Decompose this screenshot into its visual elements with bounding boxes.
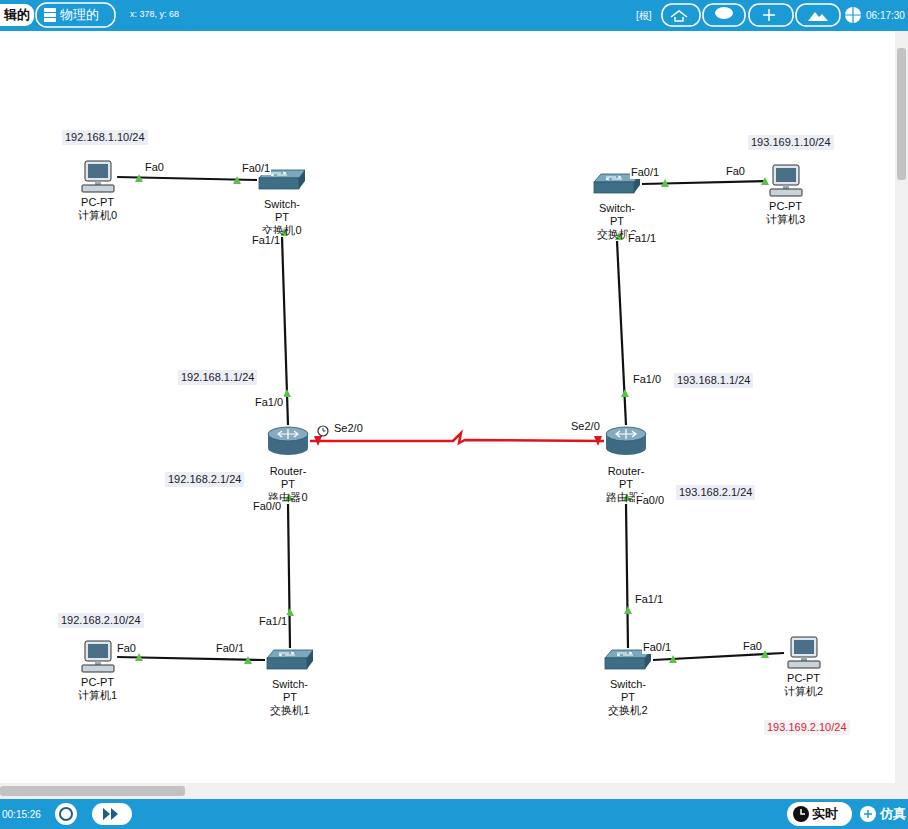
port-label: Fa1/1: [258, 615, 288, 628]
port-label: Fa0: [116, 642, 137, 655]
scrollbars: [0, 31, 908, 799]
pc-icon: [80, 640, 116, 674]
ip-note: 192.168.1.1/24: [178, 370, 257, 385]
device-label: PC-PT 计算机3: [766, 200, 805, 226]
port-label: Fa0: [725, 165, 746, 178]
device-node: Switch-PT 交换机0: [257, 168, 307, 237]
pc-icon: [80, 160, 116, 194]
device-label: Switch-PT 交换机1: [270, 678, 309, 717]
ip-note: 192.168.1.10/24: [62, 130, 148, 145]
device-label: Switch-PT 交换机2: [608, 678, 647, 717]
port-label: Fa1/1: [634, 593, 664, 606]
port-label: Fa0/1: [630, 166, 660, 179]
port-label: Fa1/0: [254, 396, 284, 409]
clock-symbol: [318, 426, 328, 436]
device-node: Switch-PT 交换机1: [265, 648, 315, 717]
device-label: Router-PT 路由器0: [268, 465, 307, 504]
device-node: PC-PT 计算机0: [78, 160, 117, 222]
port-label: Fa0/1: [241, 162, 271, 175]
ethernet-link: [626, 504, 628, 648]
link-down-triangles: [314, 436, 602, 446]
ip-note: 192.168.2.1/24: [165, 472, 244, 487]
clock-time: 06:17:30: [866, 9, 905, 22]
device-node: Switch-PT 交换机2: [603, 648, 653, 717]
ethernet-link: [642, 181, 766, 184]
device-node: PC-PT 计算机3: [766, 164, 805, 226]
root-label: [根]: [636, 9, 652, 22]
ethernet-link: [617, 241, 626, 425]
ip-note: 193.168.2.1/24: [676, 485, 755, 500]
pc-icon: [768, 164, 804, 198]
pc-icon: [786, 636, 822, 670]
device-node: Switch-PT 交换机3: [592, 172, 642, 241]
port-label: Fa1/1: [251, 234, 281, 247]
ip-note: 192.168.2.10/24: [58, 613, 144, 628]
realtime-button: 实时: [812, 806, 838, 822]
port-label: Fa1/1: [627, 232, 657, 245]
port-label: Fa0/0: [635, 494, 665, 507]
device-label: Switch-PT 交换机0: [262, 198, 301, 237]
ip-note: 193.169.2.10/24: [764, 720, 850, 735]
port-label: Se2/0: [333, 422, 364, 435]
port-label: Se2/0: [570, 420, 601, 433]
bottom-bar: [0, 799, 908, 829]
ip-note: 193.169.1.10/24: [748, 135, 834, 150]
link-up-triangles: [135, 174, 769, 664]
port-label: Fa0/1: [215, 642, 245, 655]
device-label: PC-PT 计算机0: [78, 196, 117, 222]
router-icon: [266, 425, 310, 457]
port-label: Fa0/1: [642, 641, 672, 654]
port-label: Fa0: [742, 640, 763, 653]
device-node: PC-PT 计算机2: [784, 636, 823, 698]
top-bar: [0, 0, 908, 31]
ip-note: 193.168.1.1/24: [674, 373, 753, 388]
ethernet-link: [288, 504, 290, 648]
mode-tab: 辑的: [0, 4, 34, 26]
device-label: PC-PT 计算机2: [784, 672, 823, 698]
port-label: Fa0: [144, 161, 165, 174]
router-icon: [604, 425, 648, 457]
device-node: PC-PT 计算机1: [78, 640, 117, 702]
simulation-tab: 仿真: [880, 806, 906, 822]
port-label: Fa1/0: [632, 373, 662, 386]
port-label: Fa0/0: [252, 500, 282, 513]
device-label: PC-PT 计算机1: [78, 676, 117, 702]
device-node: Router-PT 路由器0: [266, 425, 310, 504]
device-node: Router-PT 路由器1: [604, 425, 648, 504]
mode-tab: 物理的: [60, 7, 99, 23]
sim-time: 00:15:26: [2, 808, 41, 821]
cursor-coords: x: 378, y: 68: [130, 8, 179, 21]
switch-icon: [265, 648, 315, 672]
